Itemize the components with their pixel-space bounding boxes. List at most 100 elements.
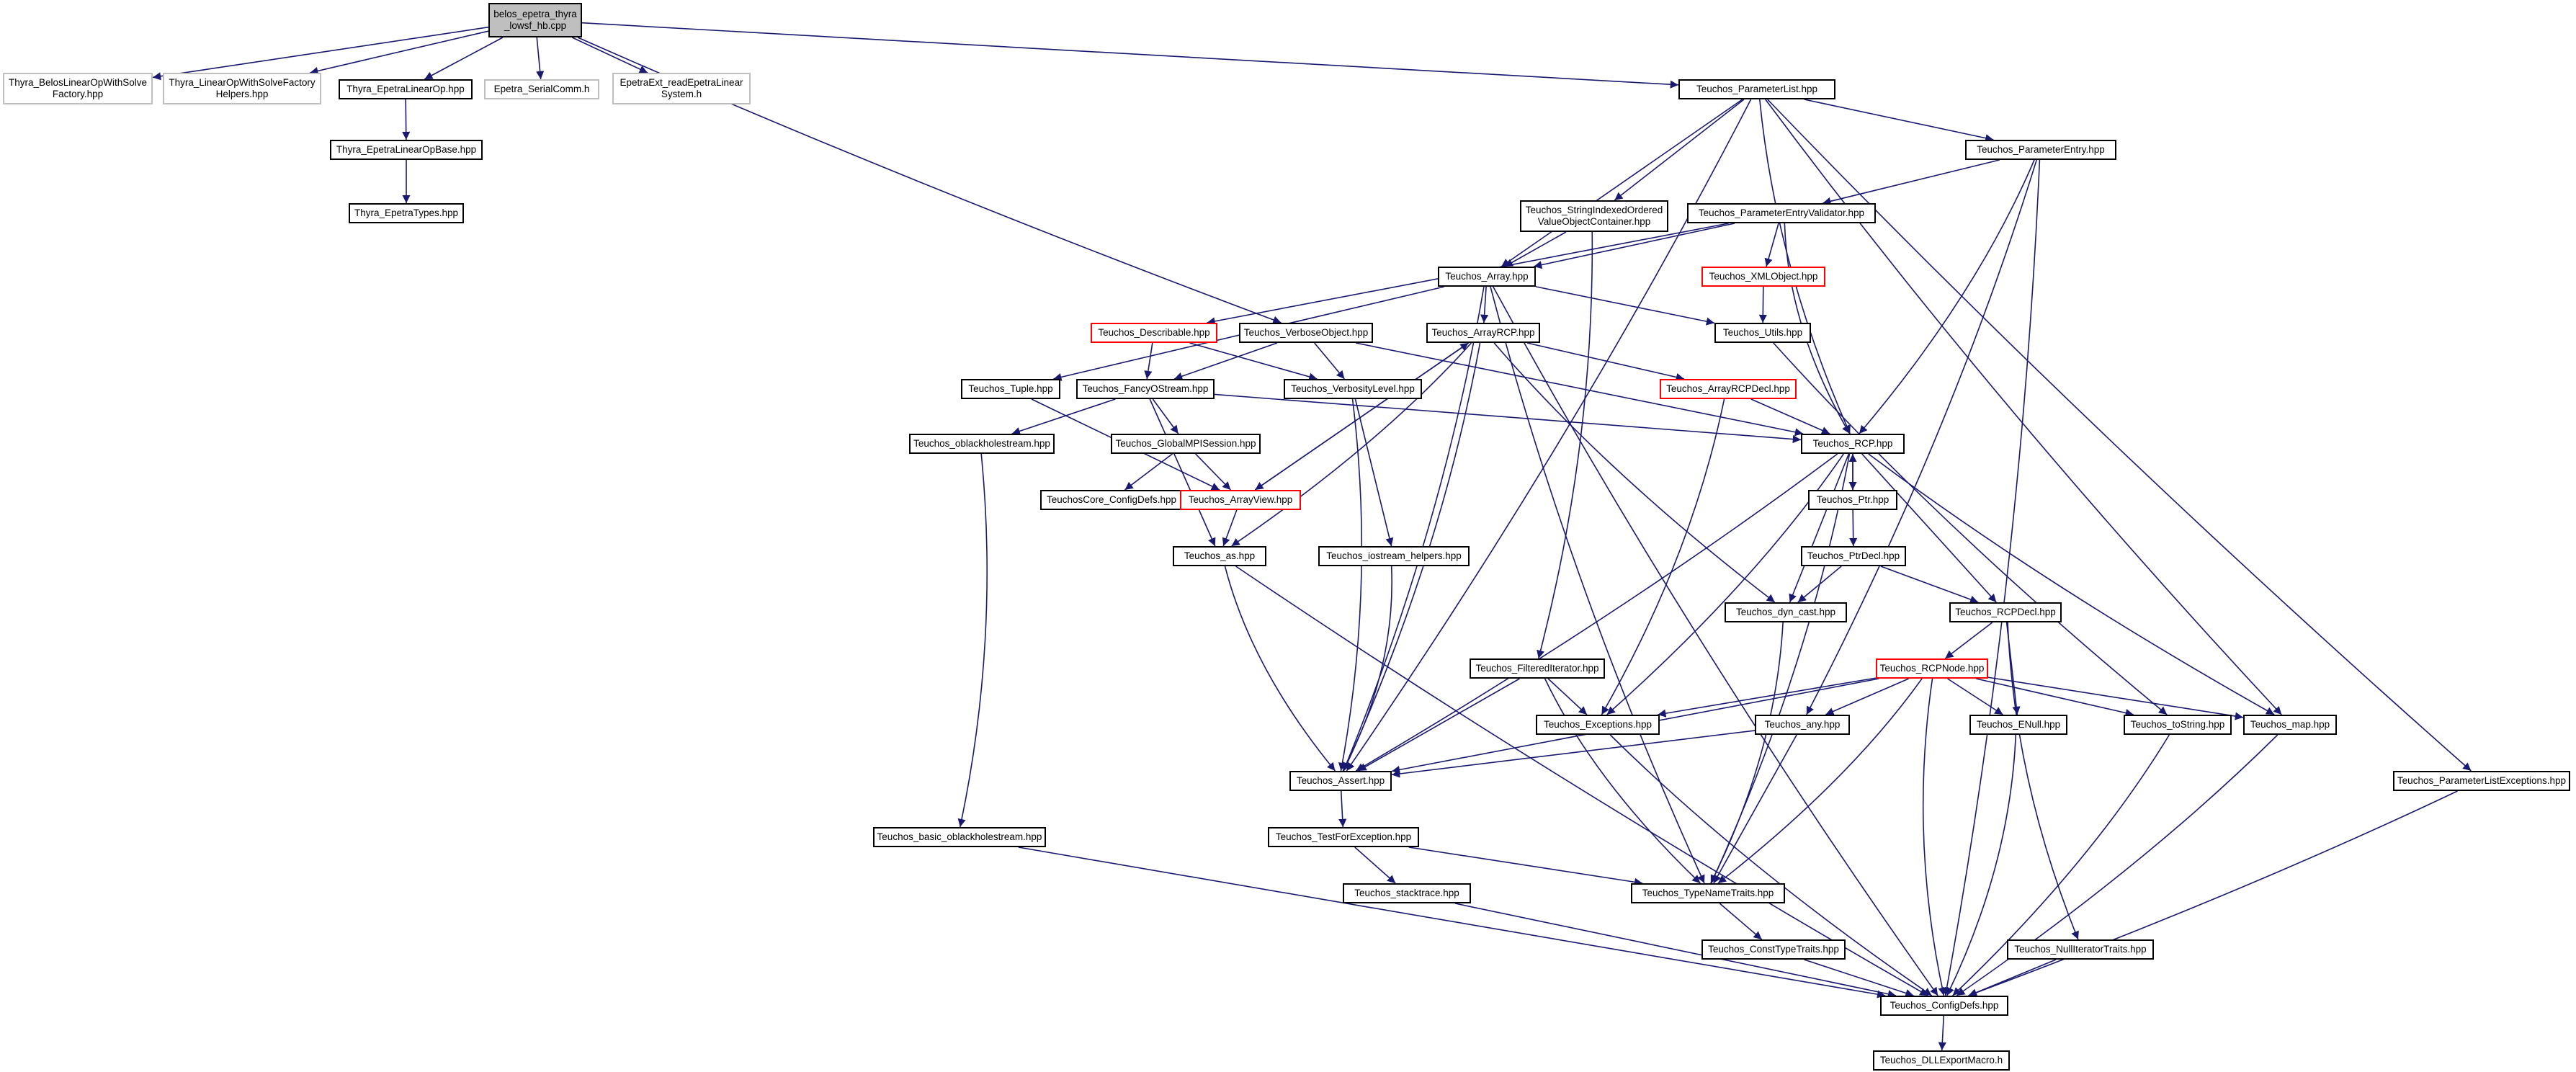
- file-node-paramlist[interactable]: Teuchos_ParameterList.hpp: [1678, 79, 1835, 99]
- edge-rcpnode-to-any: [1825, 678, 1910, 715]
- file-node-typenametraits[interactable]: Teuchos_TypeNameTraits.hpp: [1631, 883, 1785, 903]
- edge-iostreamhelpers-to-assert: [1342, 566, 1392, 772]
- file-node-map[interactable]: Teuchos_map.hpp: [2243, 715, 2337, 735]
- file-node-utils[interactable]: Teuchos_Utils.hpp: [1714, 323, 1811, 343]
- edge-tostring-to-configdefs: [1952, 734, 2170, 996]
- file-node-testforexc[interactable]: Teuchos_TestForException.hpp: [1268, 827, 1419, 847]
- file-node-verbositylevel[interactable]: Teuchos_VerbosityLevel.hpp: [1284, 379, 1422, 399]
- file-node-verboseobject[interactable]: Teuchos_VerboseObject.hpp: [1239, 323, 1373, 343]
- file-node-as[interactable]: Teuchos_as.hpp: [1173, 546, 1266, 566]
- file-node-globalmpi[interactable]: Teuchos_GlobalMPISession.hpp: [1111, 434, 1261, 454]
- file-node-pevalidator[interactable]: Teuchos_ParameterEntryValidator.hpp: [1687, 203, 1876, 223]
- edge-rcpnode-to-map: [1987, 676, 2244, 720]
- edge-utils-to-tostring: [1773, 342, 2168, 715]
- file-node-coreconfig[interactable]: TeuchosCore_ConfigDefs.hpp: [1040, 490, 1183, 510]
- file-node-ptr[interactable]: Teuchos_Ptr.hpp: [1808, 490, 1897, 510]
- edge-dyncast-to-typenametraits: [1710, 622, 1784, 884]
- edge-testforexc-to-stacktrace: [1354, 847, 1396, 884]
- edge-pevalidator-to-array: [1533, 223, 1735, 269]
- edge-verboseobject-to-rcp: [1355, 342, 1804, 437]
- edge-basicoblack-to-configdefs: [1018, 847, 1886, 999]
- file-node-iostreamhelpers[interactable]: Teuchos_iostream_helpers.hpp: [1318, 546, 1470, 566]
- file-node-enull[interactable]: Teuchos_ENull.hpp: [1969, 715, 2067, 735]
- file-node-exceptions[interactable]: Teuchos_Exceptions.hpp: [1536, 715, 1660, 735]
- edge-array-to-configdefs: [1493, 286, 1938, 996]
- edge-root-to-paramlist: [581, 22, 1679, 89]
- edge-stacktrace-to-configdefs: [1454, 903, 1897, 999]
- file-node-assert[interactable]: Teuchos_Assert.hpp: [1289, 771, 1392, 791]
- edge-ptrdecl-to-dyncast: [1797, 566, 1842, 603]
- edge-verbositylevel-to-iostreamhelpers: [1354, 398, 1394, 547]
- file-node-rcp[interactable]: Teuchos_RCP.hpp: [1801, 434, 1905, 454]
- edge-paramlist-to-map: [1765, 99, 2282, 715]
- file-node-dllexport[interactable]: Teuchos_DLLExportMacro.h: [1873, 1050, 2010, 1071]
- file-node-thyra-epetratypes[interactable]: Thyra_EpetraTypes.hpp: [349, 203, 464, 223]
- edge-paramlist-to-assert: [1346, 99, 1752, 772]
- file-node-any[interactable]: Teuchos_any.hpp: [1755, 715, 1850, 735]
- file-node-arrayrcp[interactable]: Teuchos_ArrayRCP.hpp: [1426, 323, 1540, 343]
- file-node-stacktrace[interactable]: Teuchos_stacktrace.hpp: [1343, 883, 1471, 903]
- file-node-thyra-lowsfh[interactable]: Thyra_LinearOpWithSolveFactory Helpers.h…: [163, 73, 321, 104]
- edge-typenametraits-to-consttypetraits: [1719, 903, 1763, 940]
- edge-rcp-to-dyncast: [1789, 453, 1850, 603]
- file-node-rcpnode[interactable]: Teuchos_RCPNode.hpp: [1876, 658, 1988, 679]
- file-node-plexceptions[interactable]: Teuchos_ParameterListExceptions.hpp: [2393, 771, 2570, 791]
- edge-rcp-to-assert: [1355, 453, 1838, 772]
- file-node-ptrdecl[interactable]: Teuchos_PtrDecl.hpp: [1801, 546, 1906, 566]
- file-node-rcpdecl[interactable]: Teuchos_RCPDecl.hpp: [1949, 602, 2062, 622]
- edge-globalmpi-to-arrayview: [1195, 453, 1231, 491]
- edge-pevalidator-to-xmlobject: [1764, 223, 1779, 267]
- edge-arrayview-to-arrayrcp: [1254, 342, 1470, 491]
- file-node-thyra-epetralinopbase[interactable]: Thyra_EpetraLinearOpBase.hpp: [330, 140, 483, 160]
- edge-any-to-typenametraits: [1713, 734, 1797, 884]
- file-node-dyncast[interactable]: Teuchos_dyn_cast.hpp: [1725, 602, 1847, 622]
- file-node-array[interactable]: Teuchos_Array.hpp: [1438, 267, 1536, 287]
- edge-arrayrcp-to-as: [1231, 342, 1472, 547]
- edge-array-to-assert: [1343, 286, 1485, 772]
- edge-oblackhole-to-basicoblack: [957, 453, 988, 828]
- file-node-nulliter[interactable]: Teuchos_NullIteratorTraits.hpp: [2007, 939, 2154, 960]
- edge-root-to-epetraext: [571, 37, 648, 73]
- edge-rcpnode-to-enull: [1947, 678, 2003, 715]
- file-node-thyra-epetralinop[interactable]: Thyra_EpetraLinearOp.hpp: [339, 79, 473, 99]
- file-node-tostring[interactable]: Teuchos_toString.hpp: [2124, 715, 2232, 735]
- edge-fancyostream-to-as: [1149, 398, 1216, 547]
- edge-describable-to-verbositylevel: [1189, 342, 1318, 381]
- edge-root-to-epetra_serial: [536, 37, 545, 80]
- edge-nulliter-to-configdefs: [1968, 959, 2057, 996]
- file-node-configdefs[interactable]: Teuchos_ConfigDefs.hpp: [1880, 996, 2008, 1016]
- edge-rcpnode-to-tostring: [1976, 678, 2134, 717]
- edge-testforexc-to-typenametraits: [1408, 847, 1643, 886]
- edge-fancyostream-to-oblackhole: [1011, 398, 1116, 435]
- edge-arrayrcp-to-dyncast: [1493, 342, 1776, 603]
- file-node-tuple[interactable]: Teuchos_Tuple.hpp: [961, 379, 1060, 399]
- edge-array-to-utils: [1535, 286, 1715, 326]
- file-node-thyra-belos[interactable]: Thyra_BelosLinearOpWithSolve Factory.hpp: [3, 73, 153, 104]
- file-node-basicoblack[interactable]: Teuchos_basic_oblackholestream.hpp: [873, 827, 1046, 847]
- file-node-describable[interactable]: Teuchos_Describable.hpp: [1091, 323, 1217, 343]
- file-node-xmlobject[interactable]: Teuchos_XMLObject.hpp: [1701, 267, 1825, 287]
- edge-paramlist-to-plexceptions: [1767, 99, 2472, 772]
- file-node-arrayrcpdecl[interactable]: Teuchos_ArrayRCPDecl.hpp: [1660, 379, 1797, 399]
- file-node-root: belos_epetra_thyra _lowsf_hb.cpp: [488, 3, 582, 37]
- file-node-epetraext[interactable]: EpetraExt_readEpetraLinear System.h: [612, 73, 751, 104]
- file-node-epetra-serial[interactable]: Epetra_SerialComm.h: [484, 79, 599, 99]
- edge-rcp-to-rcpdecl: [1861, 453, 1997, 603]
- edge-rcpdecl-to-rcpnode: [1944, 622, 1993, 659]
- edge-as-to-configdefs: [1235, 566, 1928, 996]
- edge-rcpdecl-to-nulliter: [2007, 622, 2079, 940]
- edge-ptrdecl-to-rcpdecl: [1880, 566, 1979, 604]
- file-node-oblackhole[interactable]: Teuchos_oblackholestream.hpp: [909, 434, 1055, 454]
- edge-rcp-to-exceptions: [1606, 453, 1844, 715]
- file-node-strindexed[interactable]: Teuchos_StringIndexedOrdered ValueObject…: [1520, 200, 1668, 232]
- file-node-filtered[interactable]: Teuchos_FilteredIterator.hpp: [1470, 658, 1605, 679]
- edge-rcp-to-map: [1868, 453, 2275, 715]
- file-node-paramentry[interactable]: Teuchos_ParameterEntry.hpp: [1965, 140, 2116, 160]
- edge-arrayview-to-as: [1222, 509, 1238, 547]
- file-node-fancyostream[interactable]: Teuchos_FancyOStream.hpp: [1076, 379, 1215, 399]
- edge-any-to-assert: [1391, 730, 1756, 778]
- edge-exceptions-to-configdefs: [1609, 734, 1933, 996]
- file-node-consttypetraits[interactable]: Teuchos_ConstTypeTraits.hpp: [1701, 939, 1846, 960]
- file-node-arrayview[interactable]: Teuchos_ArrayView.hpp: [1180, 490, 1301, 510]
- edge-verbositylevel-to-assert: [1338, 398, 1363, 772]
